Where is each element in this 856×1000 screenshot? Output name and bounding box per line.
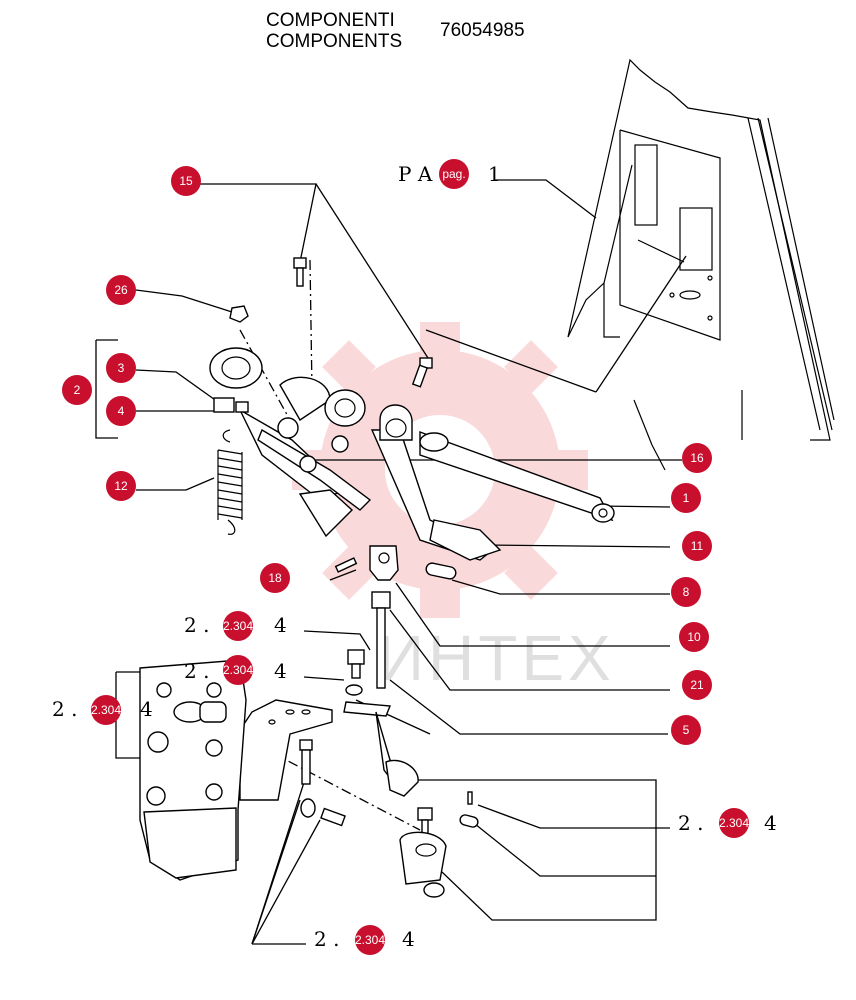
callout-label: 15 <box>179 174 193 188</box>
ref-badge[interactable] <box>355 925 385 955</box>
page-ref-badge-label: pag. <box>442 167 465 181</box>
callout-label: 26 <box>114 283 128 297</box>
ref-prefix: 2 . <box>184 659 209 683</box>
callout-label: 4 <box>118 404 125 418</box>
ref-badge-label: 2.304 <box>355 933 385 947</box>
spring <box>217 429 243 535</box>
callout-label: 12 <box>114 479 128 493</box>
ref-prefix: 2 . <box>678 811 703 835</box>
cross-ref[interactable]: 2 . 2.304 4 <box>184 611 287 641</box>
callout-badge[interactable]: 21 <box>682 670 712 700</box>
callout-badge[interactable]: 12 <box>106 471 136 501</box>
callout-badge[interactable]: 8 <box>671 577 701 607</box>
ref-prefix: 2 . <box>184 613 209 637</box>
cross-ref[interactable]: 2 . 2.304 4 <box>184 655 287 685</box>
callout-badge[interactable]: 10 <box>679 622 709 652</box>
pedal-assembly <box>209 347 615 561</box>
title-english: COMPONENTS <box>266 31 403 52</box>
callout-label: 1 <box>683 491 690 505</box>
callout-label: 3 <box>118 361 125 375</box>
callout-badge[interactable]: 5 <box>671 715 701 745</box>
callout-badge[interactable]: 26 <box>106 275 136 305</box>
ref-badge-label: 2.304 <box>91 703 121 717</box>
ref-suffix: 4 <box>764 811 777 835</box>
part-callouts: 15 26 3 2 4 12 16 1 11 18 8 10 21 5 <box>62 166 712 745</box>
callout-badge[interactable]: 11 <box>682 531 712 561</box>
page-ref-badge[interactable] <box>439 159 469 189</box>
ref-suffix: 4 <box>274 613 287 637</box>
page-ref-prefix: P A <box>398 162 433 186</box>
watermark-text: ИНТЕХ <box>378 622 615 694</box>
callout-badge[interactable]: 1 <box>671 483 701 513</box>
callout-label: 11 <box>691 539 704 553</box>
ref-suffix: 4 <box>402 927 415 951</box>
callout-label: 2 <box>74 383 81 397</box>
callout-badge[interactable]: 2 <box>62 375 92 405</box>
page-ref-suffix: 1 <box>488 162 501 186</box>
callout-badge[interactable]: 3 <box>106 353 136 383</box>
page-reference: P A pag. 1 <box>398 159 501 189</box>
callout-badge[interactable]: 15 <box>171 166 201 196</box>
callout-label: 18 <box>268 571 282 585</box>
ref-badge[interactable] <box>91 695 121 725</box>
callout-badge[interactable]: 18 <box>260 563 290 593</box>
ref-badge[interactable] <box>223 655 253 685</box>
ref-badge[interactable] <box>719 808 749 838</box>
cross-ref[interactable]: 2 . 2.304 4 <box>52 695 153 725</box>
callout-label: 8 <box>683 585 690 599</box>
ref-prefix: 2 . <box>52 697 77 721</box>
callout-label: 5 <box>683 723 690 737</box>
callout-badge[interactable]: 16 <box>682 443 712 473</box>
valve-assembly <box>139 659 333 881</box>
title-italian: COMPONENTI <box>266 10 395 31</box>
callout-label: 16 <box>690 451 704 465</box>
ref-badge-label: 2.304 <box>719 816 749 830</box>
ref-badge-label: 2.304 <box>223 619 253 633</box>
hardware <box>213 257 479 898</box>
callout-badge[interactable]: 4 <box>106 396 136 426</box>
ref-badge-label: 2.304 <box>223 663 253 677</box>
frame-panel <box>567 58 835 471</box>
ref-suffix: 4 <box>140 697 153 721</box>
ref-badge[interactable] <box>223 611 253 641</box>
cross-ref[interactable]: 2 . 2.304 4 <box>314 925 415 955</box>
callout-label: 21 <box>690 678 704 692</box>
callout-label: 10 <box>687 630 701 644</box>
part-code: 76054985 <box>440 20 525 41</box>
ref-suffix: 4 <box>274 659 287 683</box>
cross-ref[interactable]: 2 . 2.304 4 <box>678 808 777 838</box>
ref-prefix: 2 . <box>314 927 339 951</box>
